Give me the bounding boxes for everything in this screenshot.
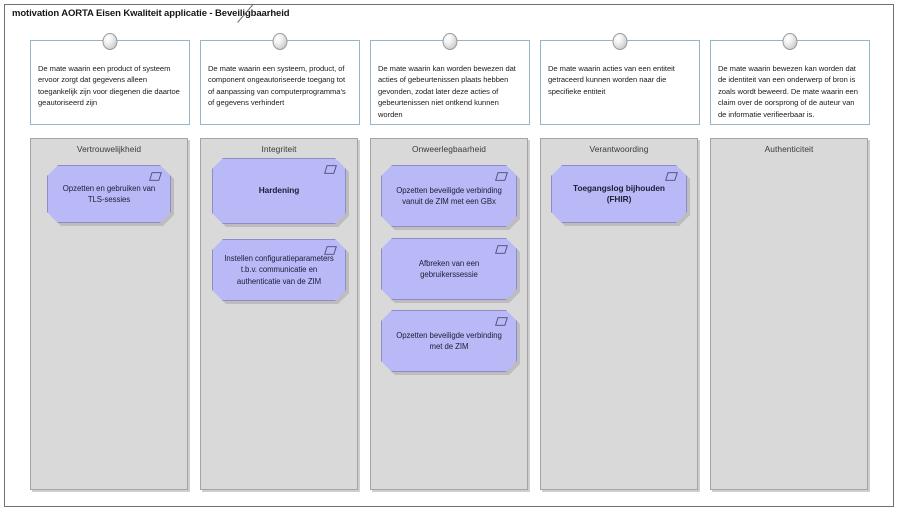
requirement-afbreken-gebruikerssessie[interactable]: Afbreken van een gebruikerssessie [381, 238, 517, 300]
requirement-label: Instellen configuratieparameters t.b.v. … [224, 254, 334, 286]
requirement-label: Hardening [258, 185, 300, 196]
driver-circle-icon [612, 33, 628, 50]
driver-description: De mate waarin een systeem, product, of … [208, 64, 346, 108]
group-column-authenticiteit[interactable]: Authenticiteit [710, 138, 868, 490]
requirement-label: Toegangslog bijhouden (FHIR) [573, 182, 665, 204]
driver-circle-icon [782, 33, 798, 50]
group-title: Integriteit [261, 144, 297, 154]
requirement-label: Opzetten en gebruiken van TLS-sessies [62, 183, 156, 204]
driver-circle-icon [102, 33, 118, 50]
driver-circle-icon [442, 33, 458, 50]
group-title: Vertrouwelijkheid [76, 144, 142, 154]
driver-box-onweerlegbaarheid[interactable]: De mate waarin kan worden bewezen dat ac… [370, 33, 530, 125]
requirement-configuratieparameters-zim[interactable]: Instellen configuratieparameters t.b.v. … [212, 239, 346, 301]
driver-box-authenticiteit[interactable]: De mate waarin bewezen kan worden dat de… [710, 33, 870, 125]
driver-circle-icon [272, 33, 288, 50]
group-title: Onweerlegbaarheid [412, 144, 486, 154]
requirement-label: Afbreken van een gebruikerssessie [418, 258, 480, 279]
driver-box-integriteit[interactable]: De mate waarin een systeem, product, of … [200, 33, 360, 125]
group-title: Authenticiteit [764, 144, 814, 154]
requirement-hardening[interactable]: Hardening [212, 158, 346, 224]
page-title: motivation AORTA Eisen Kwaliteit applica… [12, 8, 290, 19]
driver-description: De mate waarin bewezen kan worden dat de… [718, 64, 858, 119]
driver-box-vertrouwelijkheid[interactable]: De mate waarin een product of systeem er… [30, 33, 190, 125]
requirement-tls-sessies[interactable]: Opzetten en gebruiken van TLS-sessies [47, 165, 171, 223]
driver-description: De mate waarin kan worden bewezen dat ac… [378, 64, 516, 119]
requirement-label: Opzetten beveiligde verbinding met de ZI… [396, 330, 502, 351]
diagram-title-tab[interactable]: motivation AORTA Eisen Kwaliteit applica… [4, 4, 296, 22]
requirement-verbinding-met-zim[interactable]: Opzetten beveiligde verbinding met de ZI… [381, 310, 517, 372]
driver-description: De mate waarin een product of systeem er… [38, 64, 180, 108]
requirement-toegangslog-fhir[interactable]: Toegangslog bijhouden (FHIR) [551, 165, 687, 223]
driver-description: De mate waarin acties van een entiteit g… [548, 64, 675, 96]
requirement-label: Opzetten beveiligde verbinding vanuit de… [396, 185, 502, 206]
group-title: Verantwoording [589, 144, 649, 154]
requirement-verbinding-vanuit-zim-gbx[interactable]: Opzetten beveiligde verbinding vanuit de… [381, 165, 517, 227]
driver-box-verantwoording[interactable]: De mate waarin acties van een entiteit g… [540, 33, 700, 125]
title-tab-slant-icon [237, 4, 254, 23]
